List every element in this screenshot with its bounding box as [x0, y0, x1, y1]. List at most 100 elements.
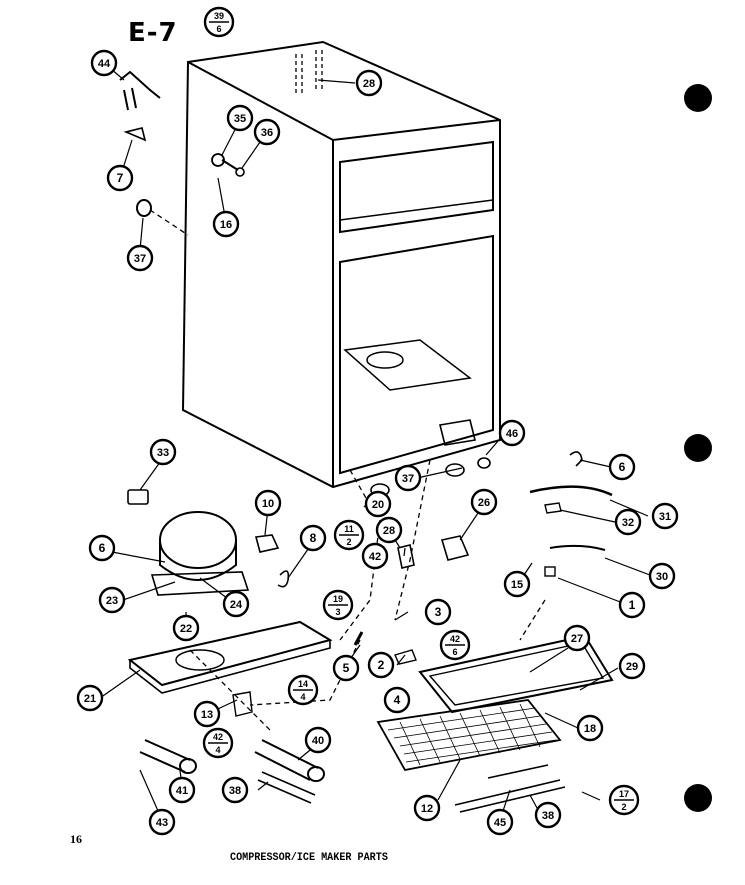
- callout-circle: [90, 49, 118, 77]
- callout-circle: [367, 651, 395, 679]
- fraction-top: 19: [333, 594, 343, 604]
- callout-c22: 22: [172, 614, 200, 642]
- fraction-top: 11: [344, 524, 354, 534]
- callout-c37b: 37: [394, 464, 422, 492]
- callout-circle: [608, 453, 636, 481]
- callout-c13: 13: [193, 700, 221, 728]
- callout-circle: [375, 516, 403, 544]
- callout-circle: [470, 488, 498, 516]
- callout-c38b: 38: [534, 801, 562, 829]
- callout-c7: 7: [106, 164, 134, 192]
- callout-number: 35: [234, 113, 246, 125]
- callout-number: 24: [230, 599, 243, 611]
- fraction-top: 42: [213, 732, 223, 742]
- fraction-bottom: 6: [452, 647, 457, 657]
- callout-number: 38: [229, 785, 241, 797]
- callout-number: 18: [584, 723, 596, 735]
- callout-number: 31: [659, 511, 671, 523]
- callout-c28mid: 28: [375, 516, 403, 544]
- callout-circle: [364, 490, 392, 518]
- leader-lines: [99, 62, 651, 821]
- callout-circle: [254, 489, 282, 517]
- fraction-bottom: 2: [346, 537, 351, 547]
- fraction-top: 39: [214, 11, 224, 21]
- callout-c18: 18: [576, 714, 604, 742]
- fraction-callout-f14_4: 144: [287, 674, 319, 706]
- callout-number: 23: [106, 595, 118, 607]
- callout-c32: 32: [614, 508, 642, 536]
- callout-number: 8: [310, 531, 317, 545]
- cabinet-drawing: [119, 40, 614, 813]
- callout-c35: 35: [226, 104, 254, 132]
- fraction-bottom: 4: [300, 692, 305, 702]
- callout-number: 1: [629, 598, 636, 612]
- callout-c21: 21: [76, 684, 104, 712]
- callout-circle: [76, 684, 104, 712]
- callout-c42: 42: [361, 542, 389, 570]
- callout-c3: 3: [424, 598, 452, 626]
- figure-id: E-7: [128, 18, 178, 48]
- fraction-callout-f42_6: 426: [439, 629, 471, 661]
- callout-circle: [193, 700, 221, 728]
- callout-number: 6: [99, 541, 106, 555]
- callout-number: 20: [372, 499, 384, 511]
- callout-c38a: 38: [221, 776, 249, 804]
- callout-circle: [503, 570, 531, 598]
- callout-c28top: 28: [355, 69, 383, 97]
- callout-circle: [98, 586, 126, 614]
- callout-c24: 24: [222, 590, 250, 618]
- compressor: [159, 511, 237, 569]
- callout-number: 36: [261, 127, 273, 139]
- fraction-callout-f42_4: 424: [202, 727, 234, 759]
- callout-c12: 12: [413, 794, 441, 822]
- callout-number: 42: [369, 551, 381, 563]
- callout-circle: [651, 502, 679, 530]
- callout-number: 44: [98, 58, 111, 70]
- callout-circle: [212, 210, 240, 238]
- callout-number: 27: [571, 633, 583, 645]
- freezer-opening: [339, 140, 494, 234]
- callout-c37a: 37: [126, 244, 154, 272]
- callout-c41: 41: [168, 776, 196, 804]
- callout-number: 28: [383, 525, 395, 537]
- callout-circle: [563, 624, 591, 652]
- callout-number: 6: [619, 460, 626, 474]
- callout-number: 4: [394, 693, 401, 707]
- callout-circle: [168, 776, 196, 804]
- callout-circle: [226, 104, 254, 132]
- callout-number: 22: [180, 623, 192, 635]
- callout-number: 10: [262, 498, 274, 510]
- callout-circle: [648, 562, 676, 590]
- callout-c40: 40: [304, 726, 332, 754]
- fraction-bottom: 3: [335, 607, 340, 617]
- callout-circle: [618, 652, 646, 680]
- callout-circle: [413, 794, 441, 822]
- fraction-bottom: 2: [621, 802, 626, 812]
- callout-c43: 43: [148, 808, 176, 836]
- ice-tray: [418, 634, 614, 714]
- callout-circle: [534, 801, 562, 829]
- callout-number: 37: [402, 473, 414, 485]
- callout-number: 32: [622, 517, 634, 529]
- binder-hole-middle: [684, 434, 712, 462]
- callout-circle: [126, 244, 154, 272]
- callout-number: 12: [421, 803, 433, 815]
- callout-c6r: 6: [608, 453, 636, 481]
- callout-number: 45: [494, 817, 506, 829]
- callout-number: 16: [220, 219, 232, 231]
- callout-c33: 33: [149, 438, 177, 466]
- callout-circle: [149, 438, 177, 466]
- callout-number: 41: [176, 785, 188, 797]
- callout-circle: [424, 598, 452, 626]
- callout-c16: 16: [212, 210, 240, 238]
- callout-c45: 45: [486, 808, 514, 836]
- hinge-bracket: [439, 419, 476, 446]
- callout-circle: [618, 591, 646, 619]
- callout-c36: 36: [253, 118, 281, 146]
- callout-c20: 20: [364, 490, 392, 518]
- callout-c44: 44: [90, 49, 118, 77]
- callout-c31: 31: [651, 502, 679, 530]
- figure-caption: COMPRESSOR/ICE MAKER PARTS: [230, 852, 388, 864]
